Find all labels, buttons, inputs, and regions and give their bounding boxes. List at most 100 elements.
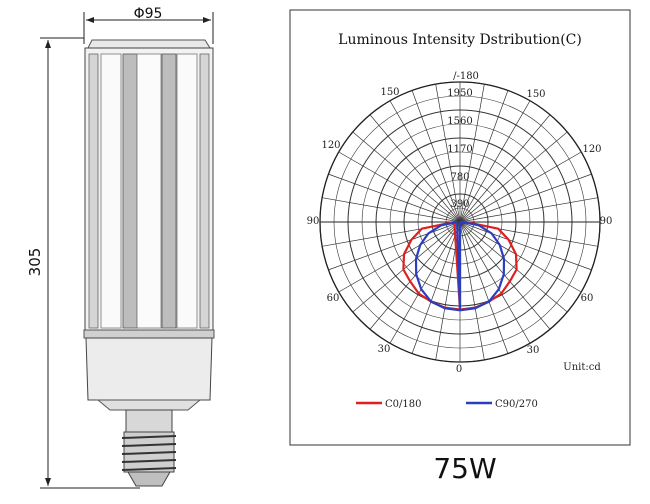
diameter-arrow-right: [203, 17, 211, 23]
r-tick-390: 390: [450, 199, 469, 210]
polar-series: [402, 220, 518, 312]
legend-label-c0: C0/180: [385, 399, 421, 410]
diameter-label: Φ95: [134, 6, 163, 22]
polar-spoke-300: [338, 221, 461, 293]
height-arrow-bottom: [45, 478, 51, 486]
angle-label-150-left: 150: [380, 87, 399, 98]
series-point-0-14: [509, 280, 511, 283]
series-point-1-5: [415, 258, 417, 260]
polar-spoke-230: [352, 131, 461, 223]
r-tick-1170: 1170: [447, 144, 472, 155]
chart-title: Luminous Intensity Dstribution(C): [338, 32, 582, 48]
height-arrow-top: [45, 40, 51, 48]
polar-spoke-70: [459, 221, 592, 271]
lamp-top-cap: [87, 39, 211, 49]
angle-label-30-right: 30: [527, 345, 540, 356]
polar-spoke-340: [411, 221, 461, 354]
lamp-drawing: Φ95 305: [26, 6, 215, 489]
wattage-caption: 75W: [433, 452, 497, 485]
series-point-0-17: [507, 238, 510, 241]
polar-spoke-290: [328, 221, 461, 271]
series-point-1-7: [427, 232, 430, 235]
diameter-arrow-left: [86, 17, 94, 23]
series-curve-c0-180: [402, 220, 518, 311]
series-point-1-1: [444, 307, 446, 310]
polar-spoke-40: [459, 221, 551, 330]
series-point-0-4: [409, 280, 412, 283]
angle-label-150-right: 150: [526, 89, 545, 100]
polar-spoke-160: [459, 90, 509, 223]
lamp-screw-thread: [121, 431, 177, 473]
polar-spoke-20: [459, 221, 509, 354]
angle-label-60-right: 60: [581, 293, 594, 304]
polar-spoke-320: [369, 221, 461, 330]
series-point-1-15: [503, 258, 505, 260]
angle-label-0: 0: [456, 364, 462, 375]
polar-grid: [319, 81, 601, 363]
polar-spoke-210: [389, 100, 461, 223]
series-point-1-3: [420, 288, 423, 291]
series-point-1-9: [456, 221, 458, 223]
height-label: 305: [26, 248, 44, 277]
lamp-ring: [83, 329, 215, 339]
series-point-0-15: [515, 268, 518, 271]
polar-spoke-240: [338, 151, 461, 223]
series-point-1-4: [415, 273, 418, 276]
polar-spoke-220: [369, 114, 461, 223]
chart-legend: C0/180 C90/270: [356, 399, 538, 410]
unit-label: Unit:cd: [563, 362, 601, 373]
polar-spoke-110: [459, 173, 592, 223]
polar-spoke-50: [459, 221, 568, 313]
polar-spoke-200: [411, 90, 461, 223]
series-point-0-5: [402, 268, 405, 271]
series-point-1-11: [474, 307, 477, 310]
polar-spoke-60: [459, 221, 582, 293]
lamp-base-tip: [127, 471, 171, 487]
r-tick-780: 780: [450, 172, 469, 183]
polar-spoke-10: [459, 221, 485, 360]
lamp-collar: [96, 399, 202, 411]
polar-spoke-250: [328, 173, 461, 223]
polar-spoke-330: [389, 221, 461, 344]
polar-spoke-150: [459, 100, 531, 223]
series-point-0-8: [421, 227, 423, 230]
polar-spoke-310: [352, 221, 461, 313]
series-point-0-7: [410, 238, 413, 241]
series-point-1-2: [430, 300, 432, 303]
led-strips: [88, 53, 210, 329]
polar-spoke-30: [459, 221, 531, 344]
angle-label-30-left: 30: [378, 344, 391, 355]
angle-label-60-left: 60: [327, 293, 340, 304]
polar-spoke-170: [459, 84, 485, 223]
series-point-1-14: [503, 273, 505, 276]
series-point-1-10: [459, 309, 461, 312]
series-point-1-8: [440, 224, 442, 227]
angle-label-90-right: 90: [600, 216, 613, 227]
lamp-base-top: [125, 409, 173, 433]
series-point-1-12: [488, 300, 490, 303]
series-point-0-16: [515, 253, 517, 256]
series-point-1-16: [499, 244, 501, 246]
series-point-1-6: [419, 244, 422, 246]
polar-spoke-140: [459, 114, 551, 223]
polar-spoke-190: [435, 84, 461, 223]
polar-chart-panel: Luminous Intensity Dstribution(C) 390 78…: [289, 9, 631, 446]
polar-spoke-130: [459, 131, 568, 223]
series-curve-c90-270: [414, 220, 506, 312]
series-point-1-18: [478, 224, 480, 227]
legend-label-c90: C90/270: [495, 399, 538, 410]
r-tick-1950: 1950: [447, 88, 472, 99]
series-point-0-18: [497, 227, 500, 230]
polar-spoke-260: [322, 197, 461, 223]
polar-spoke-120: [459, 151, 582, 223]
series-point-1-17: [490, 232, 493, 235]
radial-tick-labels: 390 780 1170 1560 1950: [447, 88, 472, 210]
series-point-1-13: [498, 288, 500, 291]
series-point-0-6: [403, 253, 405, 256]
series-point-0-3: [417, 292, 420, 295]
angle-labels: /-180 150 150 120 120 90 90 60 60 30 30 …: [307, 71, 613, 375]
series-point-1-19: [462, 221, 464, 223]
series-point-0-13: [500, 292, 503, 295]
